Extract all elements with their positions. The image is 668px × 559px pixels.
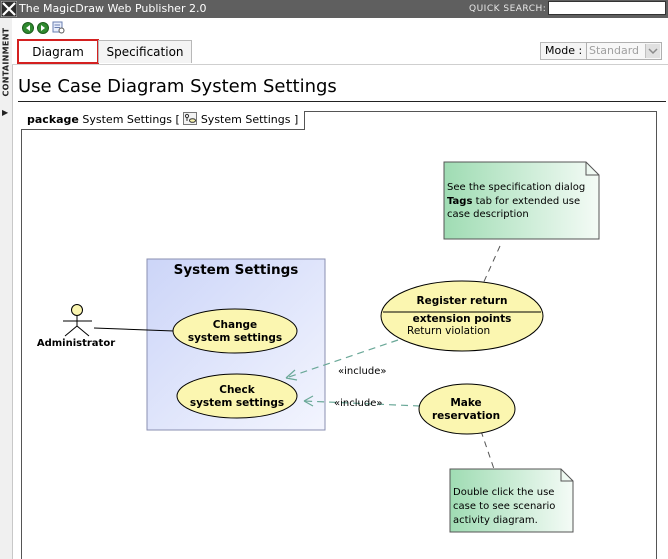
tab-bar: Diagram Specification Mode : Standard	[12, 36, 668, 65]
association-line	[93, 327, 175, 332]
include-relation-register-to-check[interactable]	[285, 339, 399, 381]
note-line: case description	[447, 209, 529, 220]
mode-select[interactable]: Standard	[586, 42, 662, 60]
actor-label: Administrator	[37, 338, 115, 349]
tab-diagram[interactable]: Diagram	[17, 39, 99, 64]
title-divider	[18, 101, 666, 102]
diagram-frame	[21, 111, 657, 559]
frame-kind: package	[27, 113, 79, 126]
tab-specification[interactable]: Specification	[98, 40, 192, 63]
usecase-register-return[interactable]: Register return extension points Return …	[380, 280, 544, 352]
frame-name: System Settings	[82, 113, 173, 126]
note-anchor-2	[480, 430, 495, 470]
frame-diagram-name: System Settings	[200, 113, 291, 126]
note-line: Double click the use	[453, 487, 554, 498]
include-label-1: «include»	[338, 366, 386, 377]
usecase-label-line2: system settings	[188, 332, 282, 344]
mode-selected-value: Standard	[589, 44, 640, 57]
frame-bracket-close: ]	[293, 113, 299, 126]
usecase-label-line1: Check	[219, 384, 256, 396]
note-bold-word: Tags	[447, 196, 472, 207]
diagram-frame-label: package System Settings [ System Setting…	[21, 111, 306, 130]
include-relation-make-to-check[interactable]	[303, 395, 421, 407]
usecase-check-system-settings[interactable]: Check system settings	[176, 373, 298, 419]
back-arrow-icon[interactable]	[22, 22, 34, 34]
forward-arrow-icon[interactable]	[37, 22, 49, 34]
note-line: Tags tab for extended use	[447, 196, 580, 207]
extension-point: Return violation	[407, 325, 490, 337]
note-line: case to see scenario	[453, 501, 555, 512]
navigation-toolbar	[12, 18, 668, 36]
note-double-click[interactable]: Double click the use case to see scenari…	[449, 468, 574, 533]
usecase-label-line1: Make	[450, 397, 481, 409]
note-line: activity diagram.	[453, 515, 538, 526]
usecase-label-line2: reservation	[432, 410, 500, 422]
note-anchor-1	[481, 245, 501, 287]
usecase-diagram-icon	[183, 112, 198, 125]
app-title: The MagicDraw Web Publisher 2.0	[19, 2, 207, 15]
include-label-2: «include»	[334, 398, 382, 409]
expand-arrow-icon: ▶	[2, 108, 9, 117]
magicdraw-logo-icon	[1, 1, 17, 17]
frame-bracket-open: [	[175, 113, 180, 126]
zoom-icon[interactable]	[52, 21, 66, 35]
quick-search-label: QUICK SEARCH:	[469, 4, 547, 14]
extension-points-title: extension points	[413, 313, 512, 325]
mode-label: Mode :	[540, 42, 588, 60]
page-title: Use Case Diagram System Settings	[18, 76, 337, 97]
title-bar: The MagicDraw Web Publisher 2.0 QUICK SE…	[0, 0, 668, 18]
usecase-label-line1: Change	[213, 319, 257, 331]
usecase-change-system-settings[interactable]: Change system settings	[172, 308, 298, 354]
subject-title: System Settings	[174, 262, 299, 278]
actor-administrator[interactable]: Administrator	[37, 304, 115, 350]
usecase-label-line2: system settings	[190, 397, 284, 409]
usecase-make-reservation[interactable]: Make reservation	[418, 383, 516, 435]
usecase-label-line1: Register return	[417, 295, 508, 307]
quick-search-input[interactable]	[548, 1, 666, 15]
note-specification-dialog[interactable]: See the specification dialog Tags tab fo…	[443, 161, 600, 240]
note-line-rest: tab for extended use	[476, 196, 581, 207]
chevron-down-icon	[645, 44, 660, 58]
note-line: See the specification dialog	[447, 182, 585, 193]
containment-panel-toggle[interactable]: CONTAINMENT ▶	[0, 18, 13, 559]
